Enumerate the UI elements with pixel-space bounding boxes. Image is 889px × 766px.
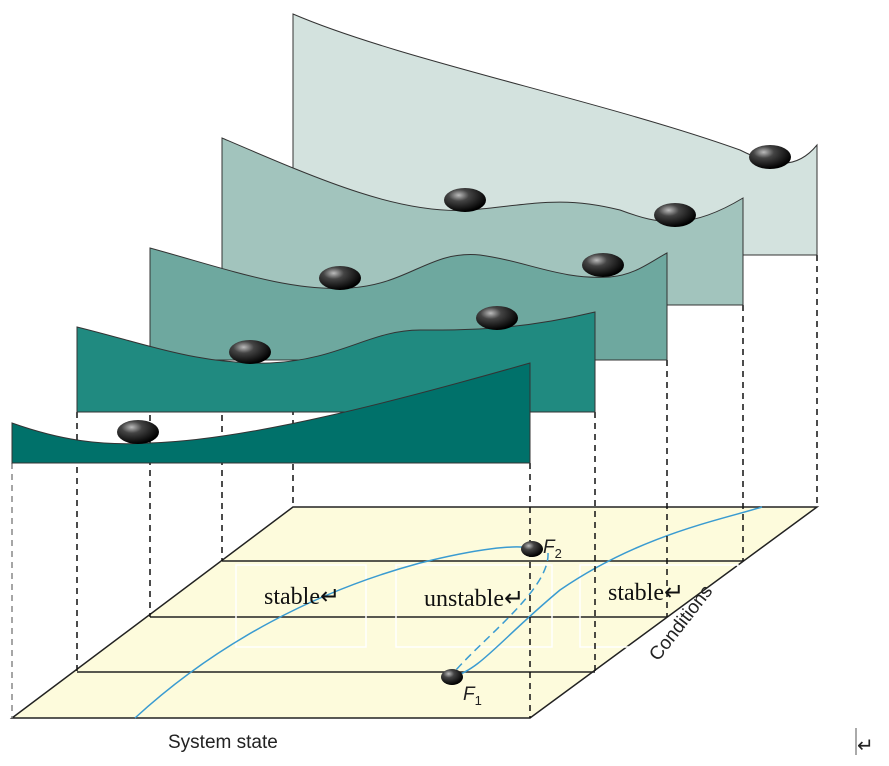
label-stable-right: stable↵	[608, 580, 684, 606]
f1-ball	[441, 669, 463, 685]
label-f1: F1	[463, 684, 482, 708]
landscape-panel-5	[292, 13, 818, 256]
label-stable-left: stable↵	[264, 584, 340, 610]
fold-curve-upper	[451, 506, 763, 678]
balls	[117, 145, 791, 685]
fold-curve-unstable	[449, 552, 549, 678]
label-unstable: unstable↵	[424, 586, 524, 612]
label-f2: F2	[543, 537, 562, 561]
fold-curve-lower	[134, 546, 531, 719]
f2-ball	[521, 541, 543, 557]
axis-label-system-state: System state	[168, 732, 278, 753]
state-plane	[9, 506, 820, 719]
landscape-panel-1	[11, 362, 531, 464]
return-mark: ↵	[857, 735, 874, 757]
